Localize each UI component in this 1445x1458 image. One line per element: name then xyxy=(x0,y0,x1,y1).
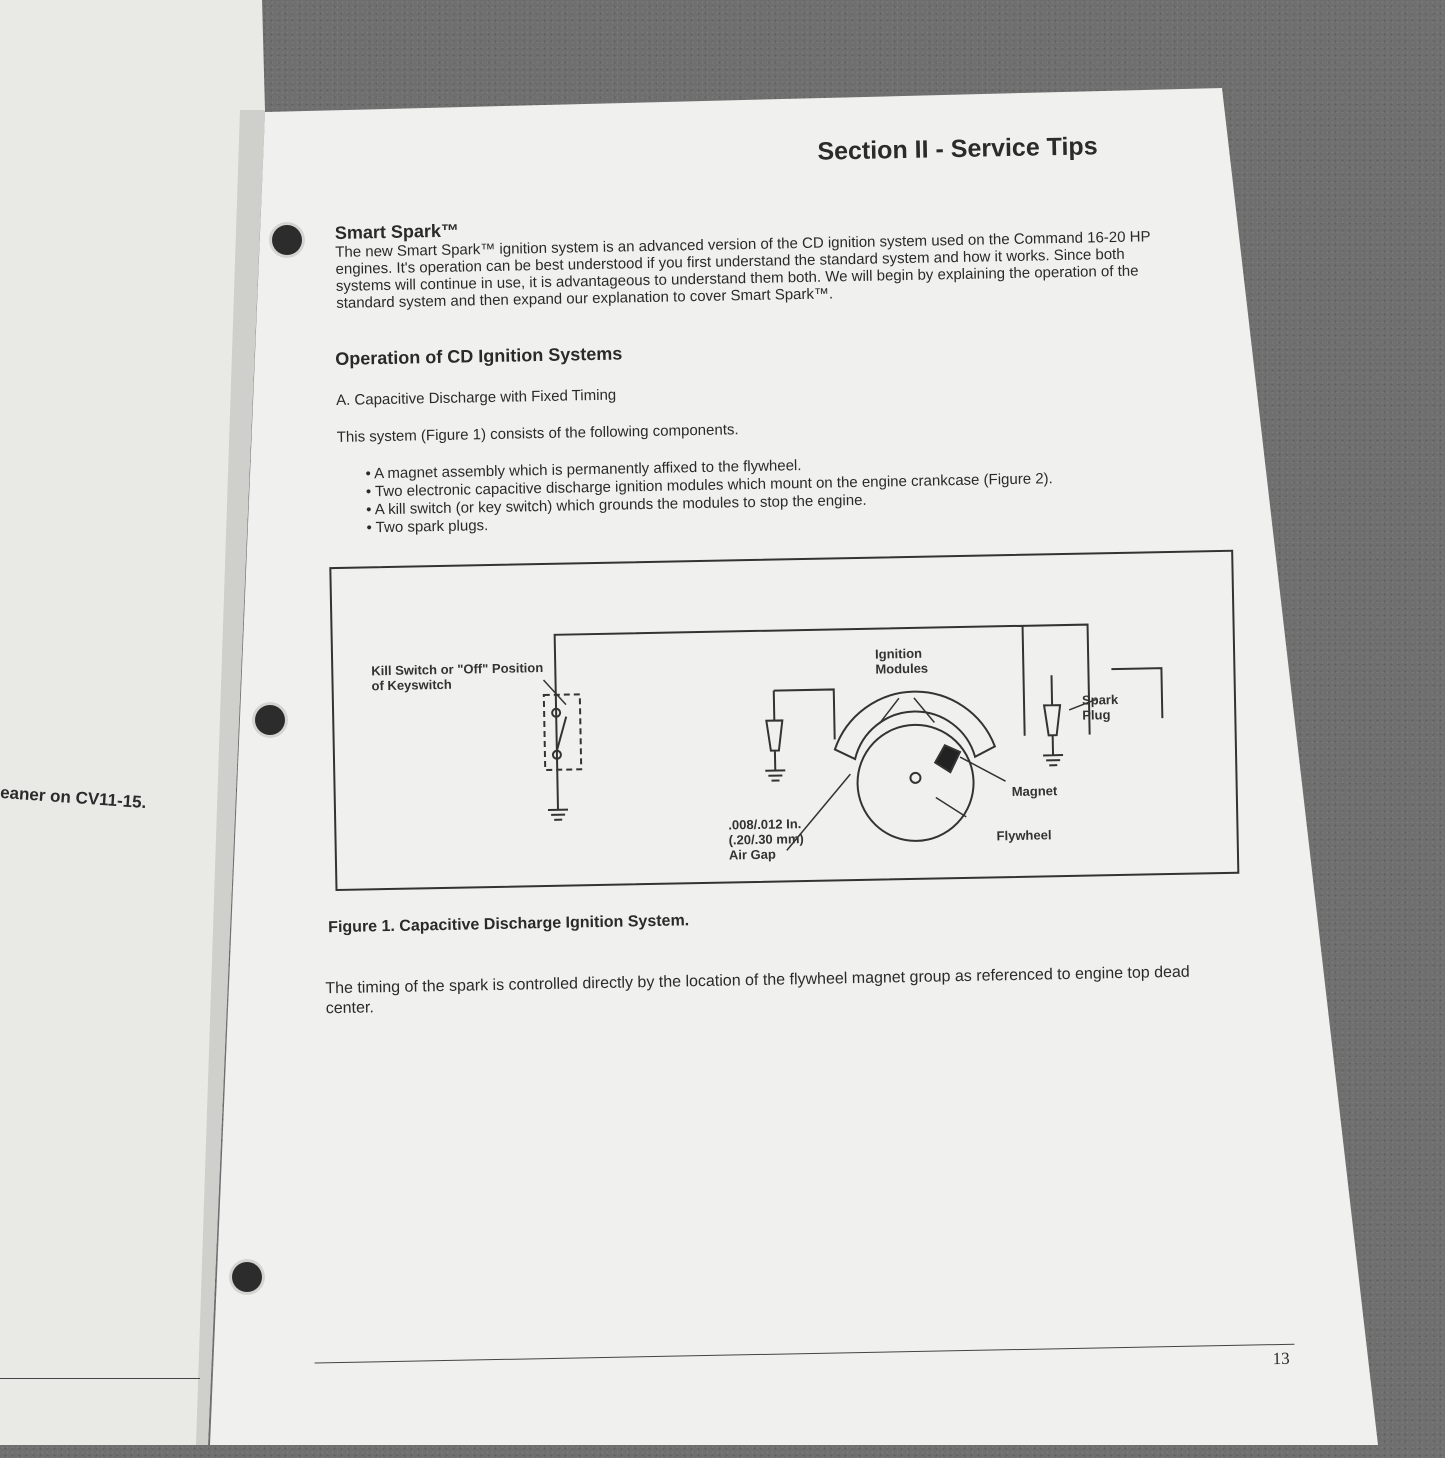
wire xyxy=(773,667,1164,740)
flywheel xyxy=(856,723,975,842)
timing-paragraph: The timing of the spark is controlled di… xyxy=(325,963,1190,1018)
binder-hole xyxy=(232,1262,262,1292)
figure-1: Kill Switch or "Off" Position of Keyswit… xyxy=(329,549,1240,892)
smart-spark-paragraph: The new Smart Spark™ ignition system is … xyxy=(335,228,1151,312)
air-gap-inches: .008/.012 In. xyxy=(728,816,802,833)
operation-intro: This system (Figure 1) consists of the f… xyxy=(336,421,739,446)
magnet-label: Magnet xyxy=(1011,783,1058,800)
callout-arrow xyxy=(542,679,1097,851)
operation-heading: Operation of CD Ignition Systems xyxy=(335,343,623,369)
page-number: 13 xyxy=(1272,1348,1290,1369)
footer-line xyxy=(314,1343,1295,1364)
binder-hole xyxy=(272,225,302,255)
spark-plug-label: Spark Plug xyxy=(1081,691,1119,723)
spark-plug-icon xyxy=(765,690,786,782)
spark-plug-icon xyxy=(1042,675,1064,767)
switch-contact xyxy=(551,707,562,718)
magnet xyxy=(933,744,962,774)
flywheel-hub xyxy=(909,771,922,784)
ignition-module xyxy=(833,690,997,761)
ground-icon xyxy=(547,808,569,821)
kill-switch-box xyxy=(542,693,583,772)
flywheel-label: Flywheel xyxy=(996,827,1052,844)
section-title: Section II - Service Tips xyxy=(817,132,1098,166)
wire xyxy=(553,623,1091,810)
operation-subheading: A. Capacitive Discharge with Fixed Timin… xyxy=(335,386,617,409)
component-list: A magnet assembly which is permanently a… xyxy=(365,450,1178,538)
air-gap-mm: (.20/.30 mm) xyxy=(728,831,804,848)
ignition-modules-label: Ignition Modules xyxy=(874,645,929,677)
air-gap-label: .008/.012 In. (.20/.30 mm) Air Gap xyxy=(728,816,804,862)
left-footer-line xyxy=(0,1378,200,1379)
binder-hole xyxy=(255,705,285,735)
kill-switch-label: Kill Switch or "Off" Position of Keyswit… xyxy=(371,660,544,694)
ignition-diagram xyxy=(542,623,1164,851)
air-gap-text: Air Gap xyxy=(728,846,777,863)
figure-caption: Figure 1. Capacitive Discharge Ignition … xyxy=(328,912,690,937)
